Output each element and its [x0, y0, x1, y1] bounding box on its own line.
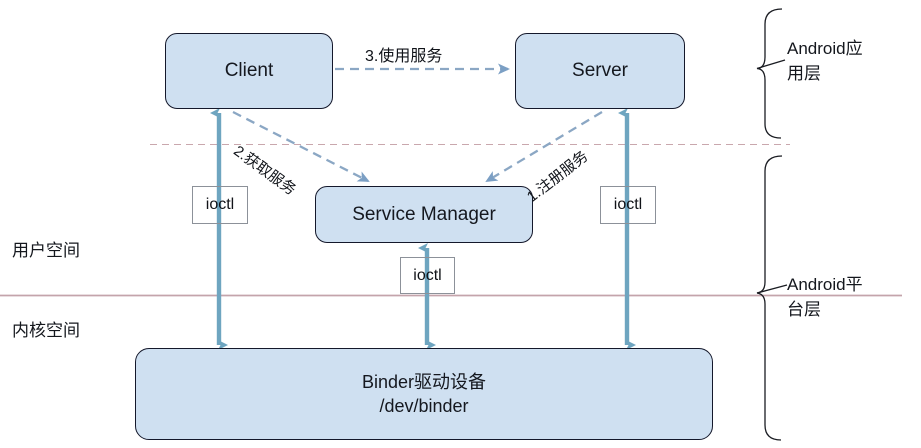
brace-platform-layer-tick	[756, 284, 788, 294]
ioctl-box-service-manager: ioctl	[400, 257, 455, 294]
ioctl-box-server: ioctl	[600, 186, 656, 224]
brace-app-layer	[756, 8, 783, 139]
brace-app-layer-tick	[756, 59, 786, 70]
node-server[interactable]: Server	[515, 33, 685, 109]
label-android-platform-layer-line2: 台层	[787, 299, 821, 319]
label-android-app-layer-line1: Android应	[787, 39, 863, 58]
node-binder-driver-label-line2: /dev/binder	[379, 396, 469, 416]
label-android-app-layer-line2: 用层	[787, 63, 821, 83]
node-client[interactable]: Client	[165, 33, 333, 109]
node-server-label: Server	[572, 60, 628, 82]
node-client-label: Client	[224, 60, 274, 82]
ioctl-box-client: ioctl	[192, 186, 248, 224]
label-user-space: 用户空间	[12, 241, 80, 260]
node-binder-driver[interactable]: Binder驱动设备 /dev/binder	[135, 348, 713, 440]
label-android-platform-layer-line1: Android平	[787, 275, 863, 294]
edge-label-register-service: 1.注册服务	[523, 147, 592, 206]
node-service-manager[interactable]: Service Manager	[315, 186, 533, 243]
label-android-app-layer: Android应 用层	[787, 37, 907, 86]
label-android-platform-layer: Android平 台层	[787, 273, 907, 322]
node-service-manager-label: Service Manager	[352, 203, 496, 225]
edge-label-use-service: 3.使用服务	[365, 48, 443, 65]
label-kernel-space: 内核空间	[12, 321, 80, 340]
brace-platform-layer	[756, 155, 783, 441]
node-binder-driver-label-line1: Binder驱动设备	[361, 371, 487, 392]
